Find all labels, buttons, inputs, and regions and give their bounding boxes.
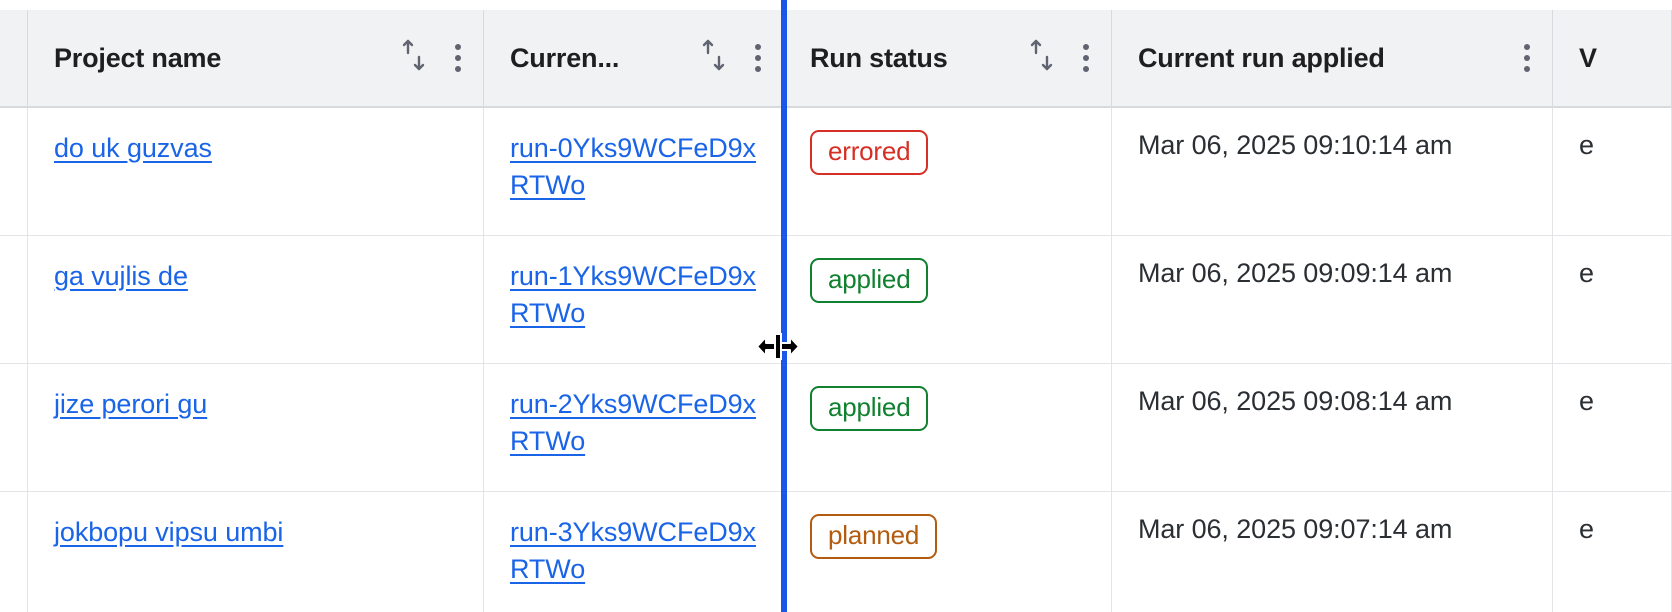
cell-current-run-applied: Mar 06, 2025 09:09:14 am	[1112, 236, 1553, 364]
cell-current-run: run-1Yks9WCFeD9xRTWo	[484, 236, 784, 364]
project-name-link[interactable]: ga vujlis de	[54, 261, 188, 291]
column-header-label: Current run applied	[1138, 42, 1385, 73]
truncated-value: e	[1579, 130, 1594, 160]
cell-current-run-applied: Mar 06, 2025 09:08:14 am	[1112, 364, 1553, 492]
table-header: Project name Curren... Run status Current r…	[0, 10, 1672, 108]
timestamp-text: Mar 06, 2025 09:08:14 am	[1138, 386, 1453, 416]
cell-run-status: errored	[784, 108, 1112, 236]
row-handle-cell	[0, 492, 28, 612]
table-row: do uk guzvas run-0Yks9WCFeD9xRTWo errored M…	[0, 108, 1672, 236]
timestamp-text: Mar 06, 2025 09:09:14 am	[1138, 258, 1453, 288]
column-header-truncated-last[interactable]: V	[1553, 10, 1672, 108]
cell-project-name: do uk guzvas	[28, 108, 484, 236]
cell-truncated-last: e	[1553, 108, 1672, 236]
table-row: ga vujlis de run-1Yks9WCFeD9xRTWo applied M…	[0, 236, 1672, 364]
table-header-row: Project name Curren... Run status Current r…	[0, 10, 1672, 108]
column-menu-icon[interactable]	[1083, 44, 1089, 72]
row-handle-header	[0, 10, 28, 108]
cell-project-name: jokbopu vipsu umbi	[28, 492, 484, 612]
truncated-value: e	[1579, 258, 1594, 288]
table-row: jize perori gu run-2Yks9WCFeD9xRTWo applie…	[0, 364, 1672, 492]
cell-truncated-last: e	[1553, 236, 1672, 364]
sort-icon[interactable]	[699, 38, 729, 79]
column-header-current-run-applied[interactable]: Current run applied	[1112, 10, 1553, 108]
current-run-link[interactable]: run-2Yks9WCFeD9xRTWo	[510, 389, 756, 457]
cell-truncated-last: e	[1553, 492, 1672, 612]
status-badge: planned	[810, 514, 938, 560]
cell-run-status: applied	[784, 236, 1112, 364]
column-header-label: V	[1579, 42, 1597, 73]
projects-table: Project name Curren... Run status Current r…	[0, 10, 1672, 612]
status-badge: applied	[810, 386, 929, 432]
column-header-label: Run status	[810, 42, 948, 73]
current-run-link[interactable]: run-0Yks9WCFeD9xRTWo	[510, 133, 756, 201]
cell-run-status: applied	[784, 364, 1112, 492]
row-handle-cell	[0, 108, 28, 236]
current-run-link[interactable]: run-1Yks9WCFeD9xRTWo	[510, 261, 756, 329]
table-row: jokbopu vipsu umbi run-3Yks9WCFeD9xRTWo pl…	[0, 492, 1672, 612]
project-name-link[interactable]: jokbopu vipsu umbi	[54, 517, 284, 547]
timestamp-text: Mar 06, 2025 09:10:14 am	[1138, 130, 1453, 160]
cell-current-run-applied: Mar 06, 2025 09:10:14 am	[1112, 108, 1553, 236]
column-menu-icon[interactable]	[755, 44, 761, 72]
column-menu-icon[interactable]	[1524, 44, 1530, 72]
sort-icon[interactable]	[1027, 38, 1057, 79]
current-run-link[interactable]: run-3Yks9WCFeD9xRTWo	[510, 517, 756, 585]
cell-current-run: run-0Yks9WCFeD9xRTWo	[484, 108, 784, 236]
cell-current-run: run-3Yks9WCFeD9xRTWo	[484, 492, 784, 612]
project-name-link[interactable]: do uk guzvas	[54, 133, 212, 163]
cell-current-run-applied: Mar 06, 2025 09:07:14 am	[1112, 492, 1553, 612]
column-header-run-status[interactable]: Run status	[784, 10, 1112, 108]
column-header-current-run[interactable]: Curren...	[484, 10, 784, 108]
row-handle-cell	[0, 236, 28, 364]
cell-project-name: jize perori gu	[28, 364, 484, 492]
sort-icon[interactable]	[399, 38, 429, 79]
column-header-label: Project name	[54, 42, 222, 73]
status-badge: applied	[810, 258, 929, 304]
cell-project-name: ga vujlis de	[28, 236, 484, 364]
status-badge: errored	[810, 130, 929, 176]
truncated-value: e	[1579, 386, 1594, 416]
cell-truncated-last: e	[1553, 364, 1672, 492]
column-header-project-name[interactable]: Project name	[28, 10, 484, 108]
column-header-label: Curren...	[510, 42, 620, 73]
cell-run-status: planned	[784, 492, 1112, 612]
column-menu-icon[interactable]	[455, 44, 461, 72]
row-handle-cell	[0, 364, 28, 492]
truncated-value: e	[1579, 514, 1594, 544]
cell-current-run: run-2Yks9WCFeD9xRTWo	[484, 364, 784, 492]
project-name-link[interactable]: jize perori gu	[54, 389, 208, 419]
timestamp-text: Mar 06, 2025 09:07:14 am	[1138, 514, 1453, 544]
